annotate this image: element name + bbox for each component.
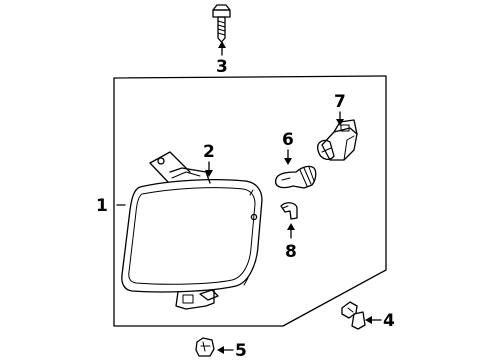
leader-arrow-8 — [287, 223, 295, 239]
clip-nut-part-5 — [195, 337, 215, 357]
leader-arrow-6 — [284, 149, 292, 165]
socket-part-7 — [317, 119, 358, 161]
callout-2: 2 — [203, 142, 215, 162]
callout-4: 4 — [383, 311, 395, 331]
leader-arrow-7 — [336, 111, 344, 126]
callout-8: 8 — [285, 242, 297, 262]
assembly-boundary — [113, 75, 387, 327]
callout-6: 6 — [282, 130, 294, 150]
leader-arrow-4 — [365, 316, 382, 324]
leader-arrow-2 — [205, 161, 213, 177]
leader-arrow-3 — [218, 41, 226, 56]
lamp-housing-part-1 — [121, 151, 263, 310]
callout-1: 1 — [96, 196, 108, 216]
callout-7: 7 — [334, 92, 346, 112]
bulb-part-6 — [274, 165, 317, 189]
bolt-part-4 — [341, 301, 366, 330]
screw-part-3 — [212, 4, 231, 43]
clip-part-8 — [280, 202, 298, 220]
callout-3: 3 — [216, 57, 228, 77]
callout-5: 5 — [235, 341, 247, 360]
leader-arrow-5 — [217, 346, 234, 354]
